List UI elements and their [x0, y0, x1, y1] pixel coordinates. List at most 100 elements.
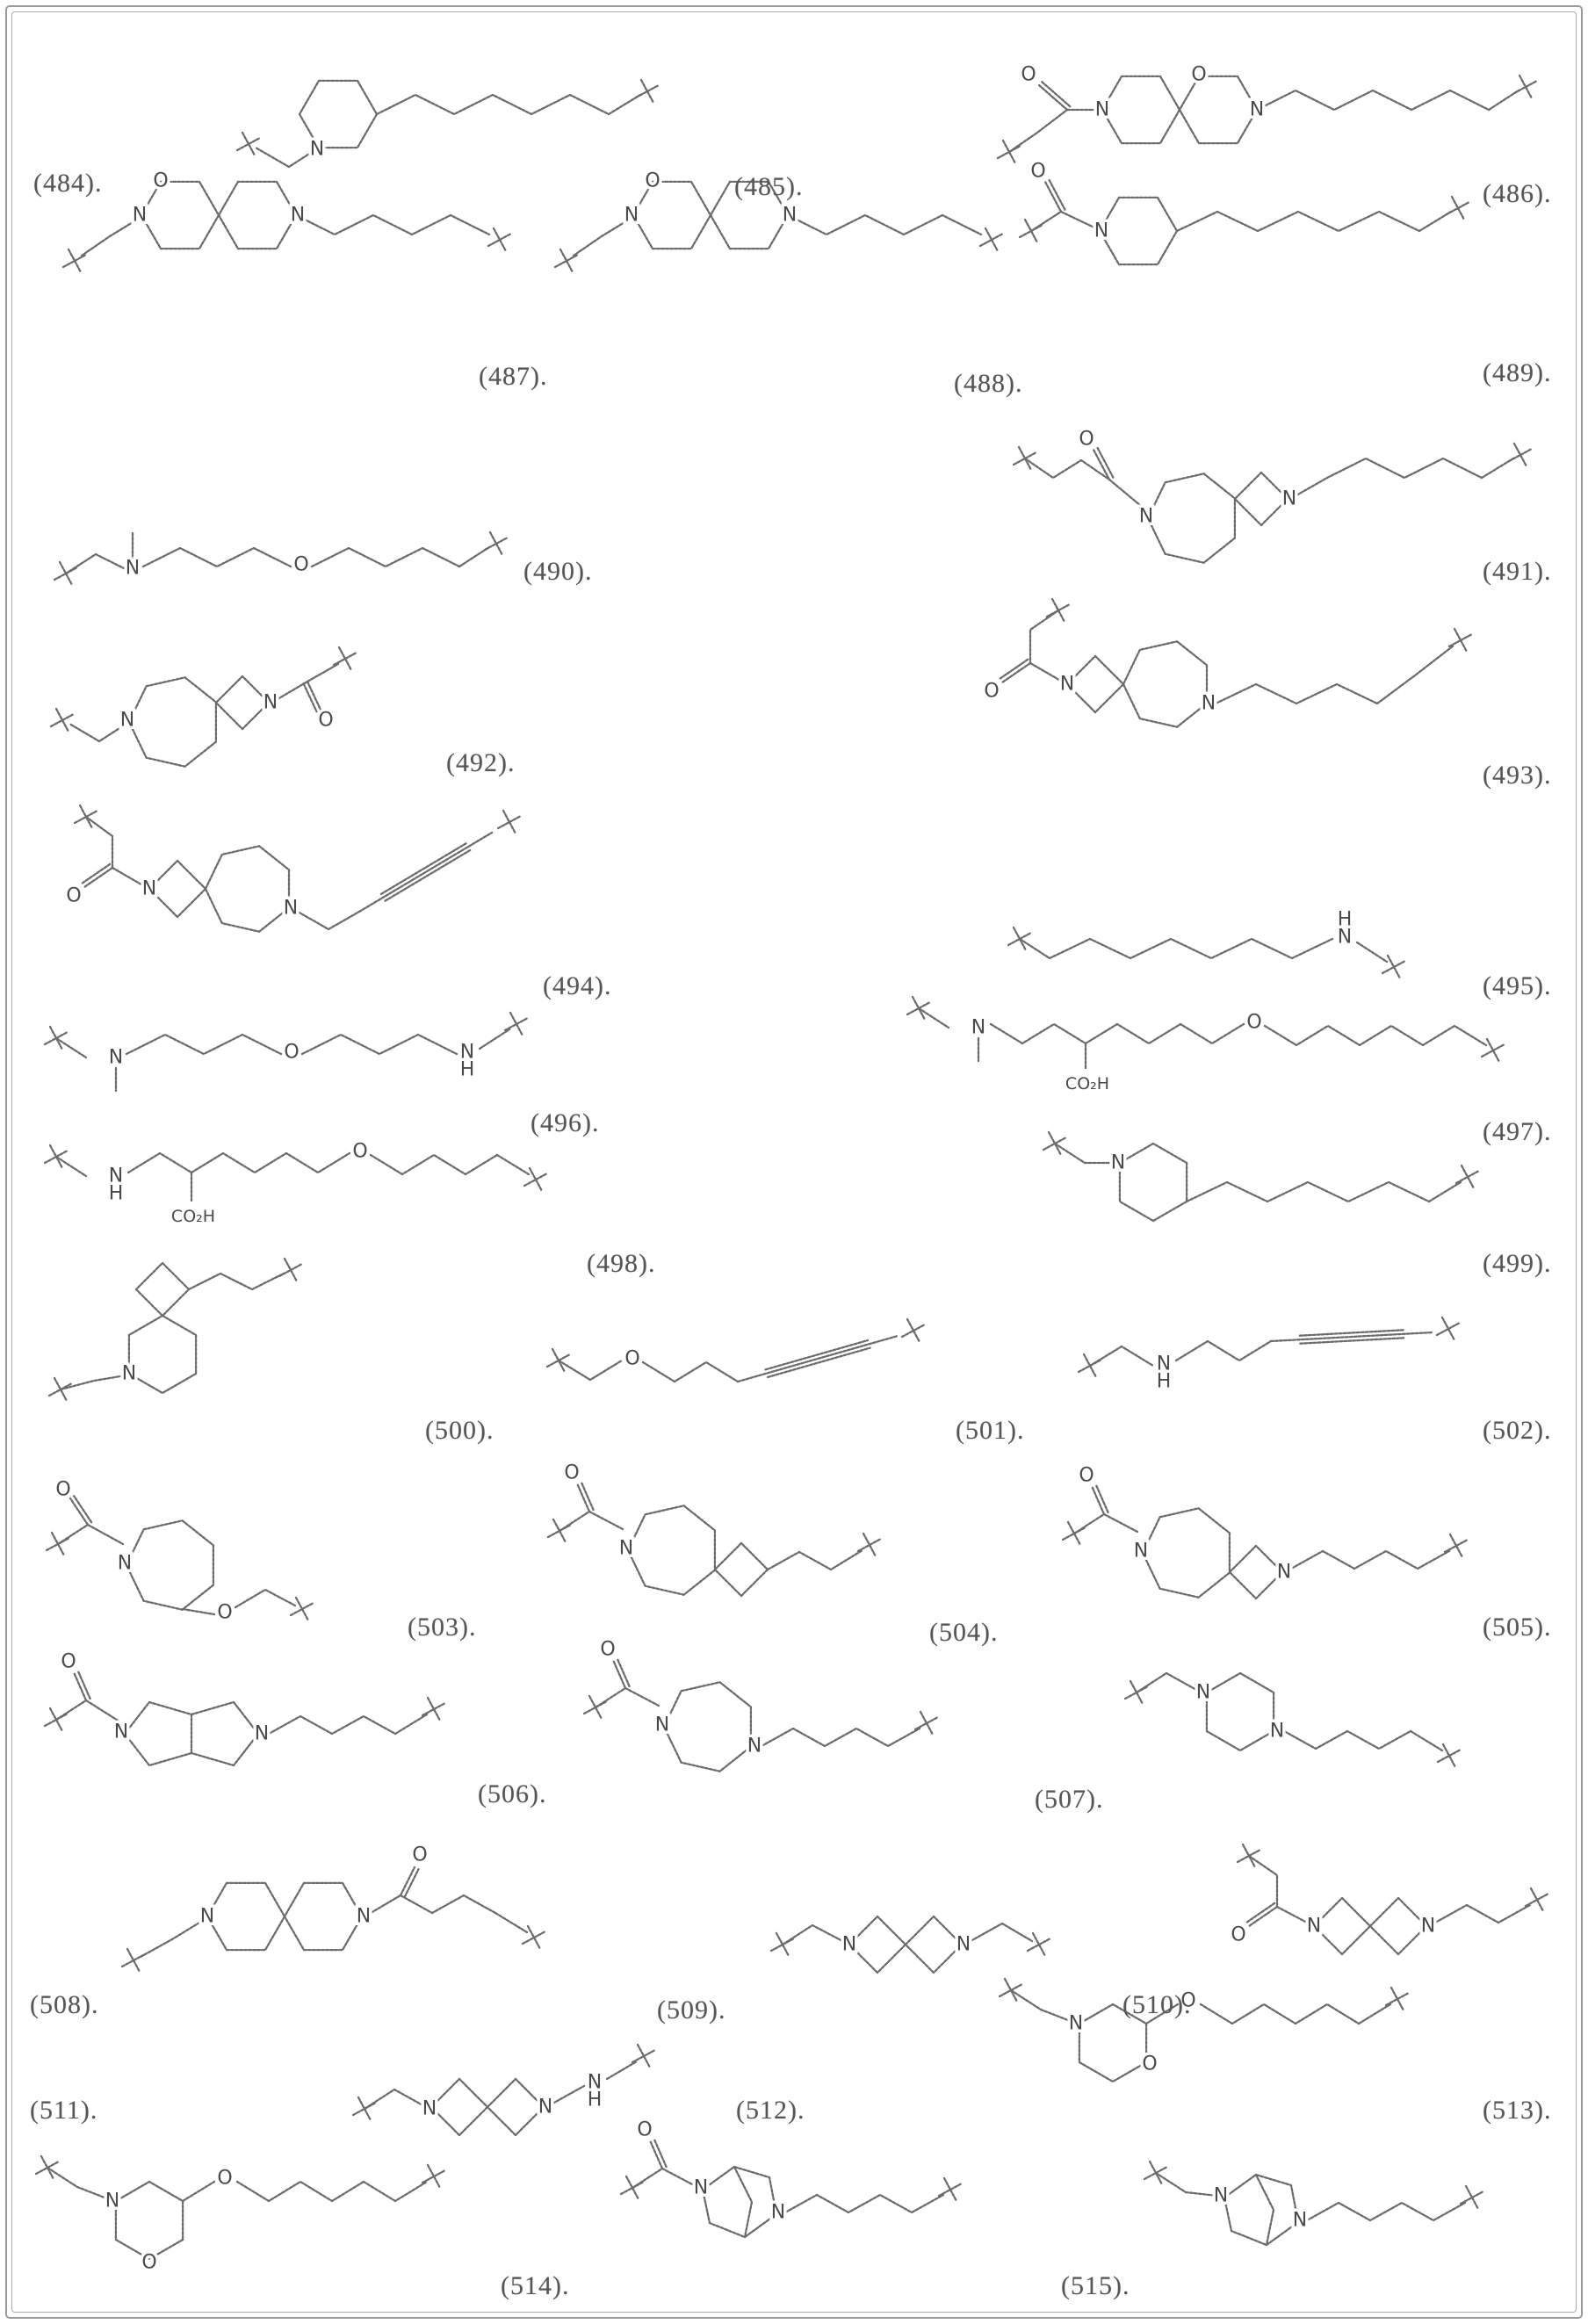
- atom-label: N: [1094, 220, 1108, 242]
- compound-number-label: (491).: [1483, 557, 1552, 586]
- compound-number-label: (489).: [1483, 358, 1552, 387]
- compound-structure: O: [545, 1317, 927, 1383]
- compound-structure: NN: [1143, 2160, 1485, 2247]
- atom-label: N: [1095, 99, 1109, 121]
- atom-label: N: [422, 2098, 437, 2120]
- compound-number-label: (486).: [1483, 179, 1552, 208]
- compound-structure: ONN: [1012, 425, 1534, 564]
- compound-number-label: (511).: [30, 2096, 98, 2125]
- atom-label: N: [200, 1906, 214, 1928]
- compound-number-label: (499).: [1483, 1249, 1552, 1278]
- atom-label: N: [694, 2177, 708, 2199]
- atom-label: O: [61, 1651, 76, 1673]
- atom-label: N: [1202, 693, 1216, 715]
- atom-label: N: [255, 1723, 269, 1745]
- compound-structure: ONO: [45, 1476, 315, 1627]
- atom-label: H: [588, 2089, 603, 2111]
- compound-structure: ON: [1018, 157, 1471, 266]
- atom-label: N: [284, 898, 298, 920]
- compound-number-label: (502).: [1483, 1416, 1552, 1445]
- atom-label: H: [1338, 909, 1353, 931]
- atom-label: O: [645, 170, 660, 192]
- atom-label: N: [588, 2072, 602, 2094]
- atom-label: O: [66, 885, 81, 907]
- atom-label: N: [655, 1714, 669, 1736]
- atom-label: CO₂H: [1065, 1074, 1109, 1093]
- atom-label: N: [142, 878, 156, 900]
- compound-structure: NH: [1077, 1316, 1462, 1396]
- compound-number-label: (504).: [929, 1618, 999, 1647]
- compound-number-label: (496).: [531, 1108, 600, 1137]
- atom-label: N: [1270, 1721, 1284, 1743]
- atom-label: N: [263, 692, 278, 714]
- atom-label: O: [1180, 1990, 1195, 2012]
- atom-label: O: [1021, 64, 1036, 86]
- atom-label: N: [1421, 1916, 1435, 1938]
- atom-label: O: [318, 710, 333, 732]
- compound-number-label: (498).: [587, 1249, 656, 1278]
- atom-label: N: [1277, 1562, 1291, 1584]
- atom-label: O: [564, 1462, 579, 1484]
- atom-label: O: [217, 1602, 232, 1624]
- compound-number-label: (505).: [1483, 1613, 1552, 1642]
- atom-label: N: [126, 558, 140, 580]
- atom-label: N: [1157, 1353, 1171, 1375]
- atom-label: O: [293, 554, 308, 576]
- compound-number-label: (494).: [543, 971, 612, 1000]
- atom-label: H: [1157, 1371, 1172, 1393]
- atom-label: N: [133, 205, 147, 227]
- atom-label: O: [412, 1844, 427, 1866]
- compound-number-label: (510).: [1122, 1990, 1192, 2019]
- compound-structure: ON: [546, 1459, 883, 1598]
- compound-structure: O N N: [43, 1648, 447, 1767]
- compound-structure: ONN: [619, 2116, 964, 2239]
- page-frame-inner: [11, 11, 1577, 2313]
- compound-structure: NON: [553, 167, 1005, 274]
- atom-label: O: [352, 1141, 367, 1163]
- compound-number-label: (490).: [523, 557, 593, 586]
- atom-label: N: [1307, 1916, 1321, 1938]
- atom-label: N: [842, 1934, 856, 1956]
- atom-label: N: [1139, 506, 1153, 528]
- atom-label: N: [1250, 99, 1264, 121]
- atom-label: N: [771, 2202, 785, 2224]
- compound-structure: NN: [1123, 1671, 1462, 1769]
- compound-number-label: (487).: [479, 362, 548, 391]
- atom-label: H: [460, 1059, 475, 1081]
- compound-structure: NH: [1007, 906, 1407, 980]
- atom-label: O: [1231, 1924, 1245, 1946]
- compound-structure: ONN: [582, 1635, 940, 1772]
- compound-number-label: (515).: [1061, 2271, 1130, 2300]
- atom-label: N: [1214, 2185, 1228, 2207]
- compound-number-label: (485).: [734, 172, 804, 201]
- atom-label: N: [291, 205, 305, 227]
- atom-label: O: [600, 1639, 615, 1661]
- compound-number-label: (508).: [30, 1990, 99, 2019]
- compound-number-label: (501).: [956, 1416, 1025, 1445]
- compound-number-label: (492).: [446, 748, 516, 777]
- atom-label: N: [1338, 927, 1352, 949]
- atom-label: H: [109, 1183, 124, 1205]
- atom-label: N: [1196, 1682, 1210, 1704]
- atom-label: O: [984, 681, 999, 703]
- atom-label: N: [114, 1721, 128, 1743]
- compound-structure: NNO: [49, 646, 358, 768]
- atom-label: O: [1142, 2053, 1157, 2075]
- atom-label: N: [783, 205, 797, 227]
- atom-label: N: [1069, 2013, 1083, 2035]
- atom-label: N: [460, 1042, 474, 1064]
- compound-number-label: (497).: [1483, 1117, 1552, 1146]
- atom-label: N: [120, 710, 134, 732]
- atom-label: N: [357, 1906, 371, 1928]
- compound-structure: NOO: [34, 2154, 447, 2277]
- atom-label: N: [971, 1017, 985, 1039]
- atom-label: O: [1079, 1465, 1094, 1487]
- atom-label: N: [109, 1166, 123, 1187]
- atom-label: O: [284, 1042, 299, 1064]
